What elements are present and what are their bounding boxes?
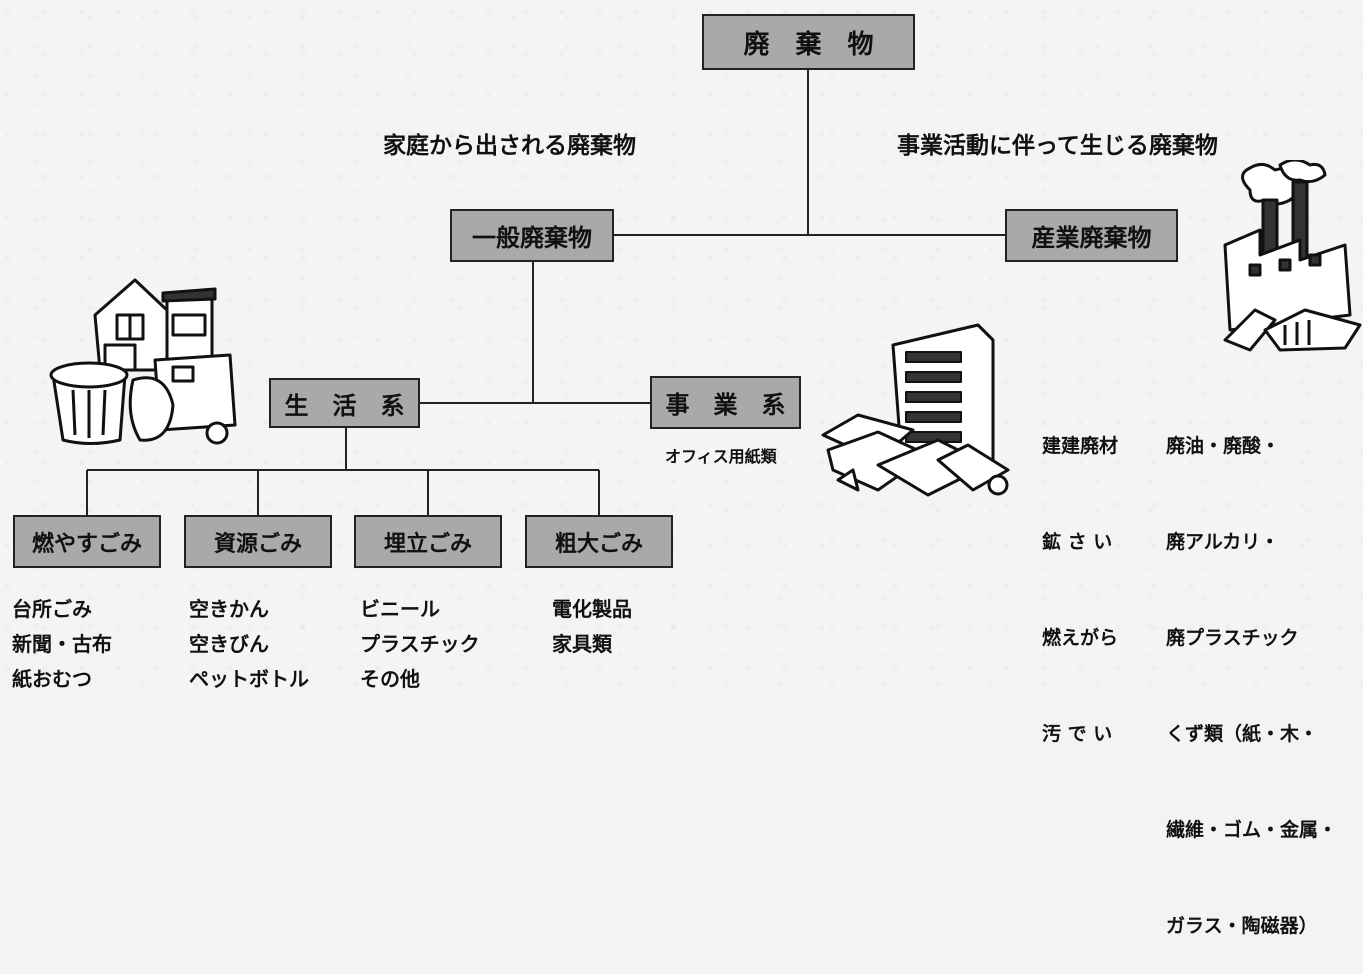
category-box-recyclable: 資源ごみ [184,515,332,568]
industrial-waste-box: 産業廃棄物 [1005,209,1178,262]
list-item: プラスチック [360,632,480,656]
general-waste-label: 一般廃棄物 [472,224,592,252]
household-caption: 家庭から出される廃棄物 [383,133,636,159]
category-box-burnable: 燃やすごみ [13,515,161,568]
connector-lines [86,70,1005,515]
list-item: 台所ごみ [12,597,92,621]
list-item: 汚 で い [1042,723,1113,745]
industrial-list-col2: 廃油・廃酸・ 廃アルカリ・ 廃プラスチック くず類（紙・木・ 繊維・ゴム・金属・… [1166,366,1337,974]
list-item: 廃プラスチック [1166,627,1299,649]
factory-illustration [1223,160,1362,352]
item-list-burnable: 台所ごみ 新聞・古布 紙おむつ [12,592,112,697]
list-item: 廃アルカリ・ [1166,531,1280,553]
category-label: 埋立ごみ [383,531,472,557]
business-caption: 事業活動に伴って生じる廃棄物 [897,133,1218,159]
general-waste-box: 一般廃棄物 [450,209,614,262]
category-label: 燃やすごみ [31,531,142,557]
house-trash-illustration [49,278,237,445]
category-label: 資源ごみ [213,531,302,557]
list-item: ビニール [360,597,440,621]
category-box-bulky: 粗大ごみ [525,515,673,568]
commercial-label: 事 業 系 [665,391,786,419]
list-item: 紙おむつ [12,667,92,691]
item-list-recyclable: 空きかん 空きびん ペットボトル [189,592,309,697]
list-item: 空きびん [189,632,269,656]
commercial-note: オフィス用紙類 [665,447,777,466]
list-item: ペットボトル [189,667,309,691]
domestic-box: 生 活 系 [269,378,420,428]
industrial-list-col1: 建建廃材 鉱 さ い 燃えがら 汚 で い [1042,366,1118,782]
commercial-box: 事 業 系 [650,376,801,429]
list-item: ガラス・陶磁器） [1166,915,1318,937]
paper-background [0,0,1363,695]
list-item: 繊維・ゴム・金属・ [1166,819,1338,841]
list-item: 建建廃材 [1042,435,1119,457]
industrial-waste-label: 産業廃棄物 [1031,224,1152,252]
list-item: 新聞・古布 [12,632,112,656]
list-item: その他 [360,667,420,691]
category-box-landfill: 埋立ごみ [354,515,502,568]
item-list-landfill: ビニール プラスチック その他 [360,592,480,697]
list-item: 家具類 [552,632,612,656]
list-item: 燃えがら [1042,627,1119,649]
list-item: 鉱 さ い [1042,531,1113,553]
list-item: 空きかん [189,597,269,621]
list-item: くず類（紙・木・ [1166,723,1319,745]
list-item: 電化製品 [552,597,632,621]
item-list-bulky: 電化製品 家具類 [552,592,632,662]
waste-root-label: 廃 棄 物 [743,29,874,60]
category-label: 粗大ごみ [554,531,643,557]
waste-root-box: 廃 棄 物 [702,14,915,70]
domestic-label: 生 活 系 [284,391,405,420]
list-item: 廃油・廃酸・ [1166,435,1281,457]
office-building-illustration [821,323,1010,497]
